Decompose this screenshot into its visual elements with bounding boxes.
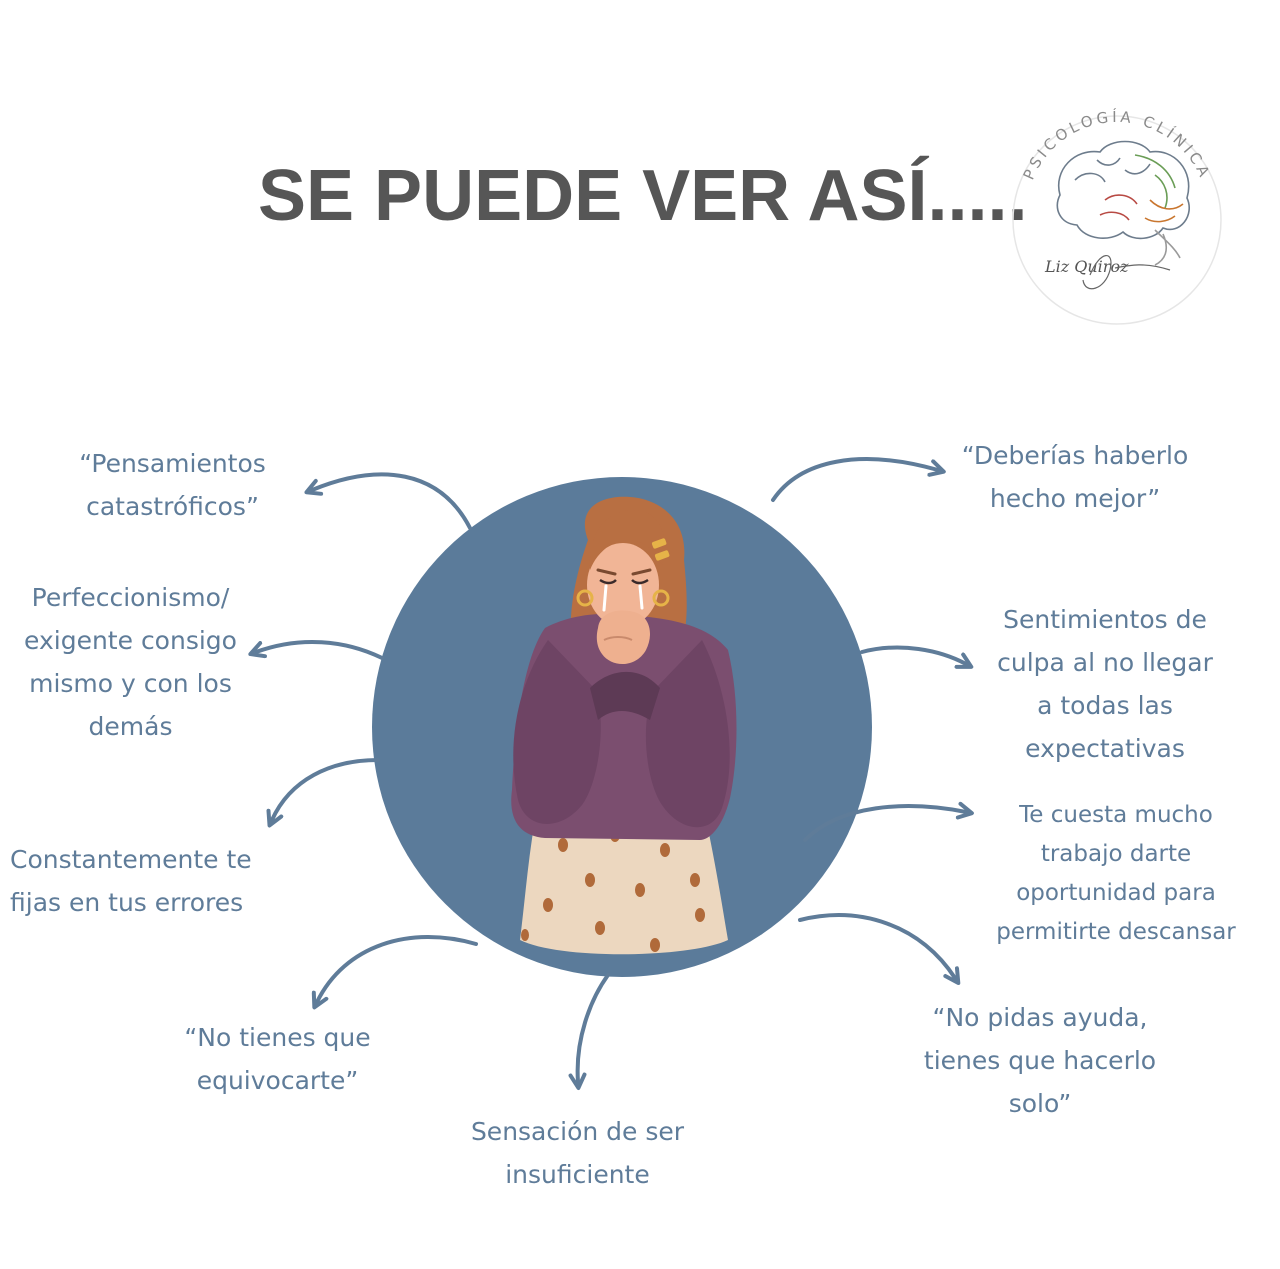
label-no-equivocarte: “No tienes que equivocarte”	[184, 1023, 371, 1095]
arrow-7	[860, 645, 974, 669]
label-errores: Constantemente te fijas en tus errores	[10, 845, 252, 917]
label-pensamientos-catastroficos: “Pensamientos catastróficos”	[79, 449, 266, 521]
arrow-6	[771, 457, 946, 502]
arrow-8	[803, 801, 974, 842]
label-descansar: Te cuesta mucho trabajo darte oportunida…	[996, 802, 1236, 945]
brain-icon	[1056, 140, 1190, 266]
arrow-3	[266, 758, 380, 828]
label-sentimientos-culpa: Sentimientos de culpa al no llegar a tod…	[997, 605, 1213, 763]
arrow-1	[304, 472, 472, 530]
arrow-5	[568, 973, 610, 1090]
page-title: SE PUEDE VER ASÍ.....	[258, 156, 1028, 236]
arrow-9	[798, 913, 961, 986]
arrows	[248, 457, 974, 1090]
arrow-2	[248, 639, 384, 660]
arrow-4	[311, 935, 478, 1010]
label-no-pidas-ayuda: “No pidas ayuda, tienes que hacerlo solo…	[923, 1003, 1157, 1118]
label-haberlo-hecho-mejor: “Deberías haberlo hecho mejor”	[961, 441, 1189, 513]
logo: PSICOLOGÍA CLÍNICA Liz Quiroz	[1012, 107, 1222, 325]
logo-signature: Liz Quiroz	[1044, 257, 1129, 276]
crying-woman-illustration	[511, 496, 737, 955]
label-insuficiente: Sensación de ser insuficiente	[470, 1117, 685, 1189]
label-perfeccionismo: Perfeccionismo/ exigente consigo mismo y…	[24, 583, 237, 741]
